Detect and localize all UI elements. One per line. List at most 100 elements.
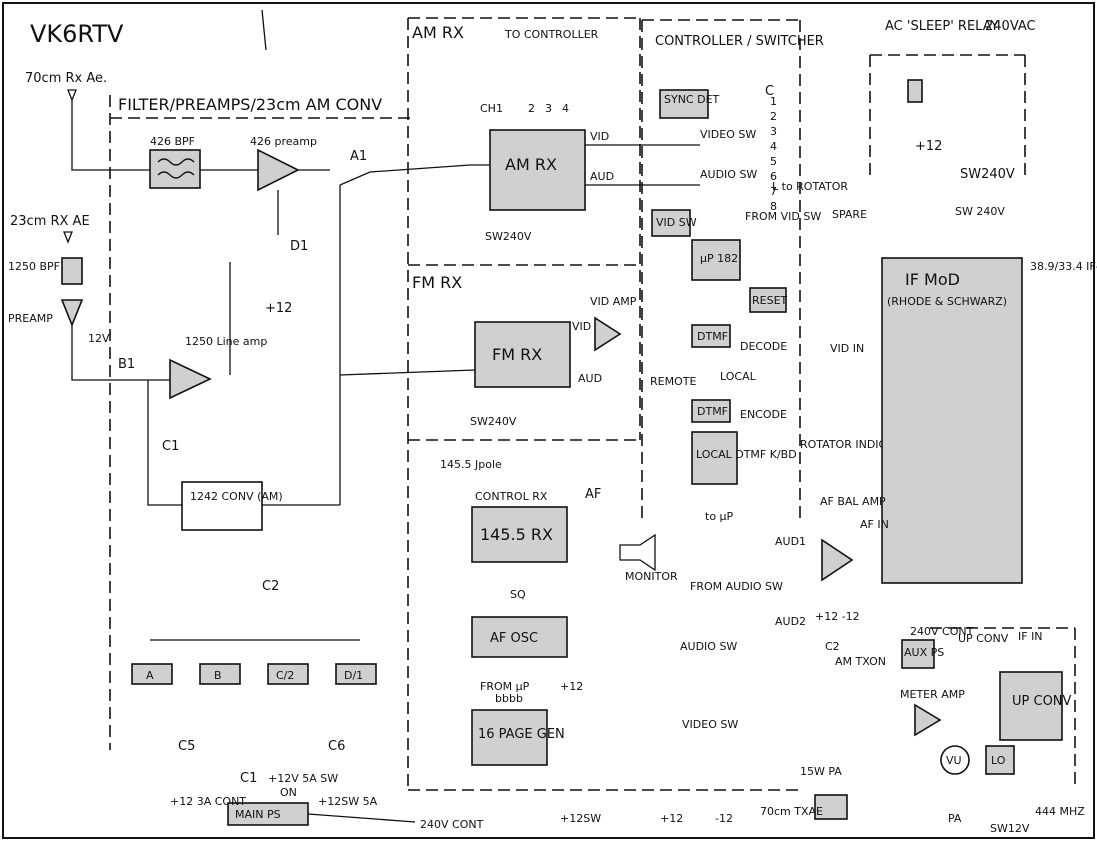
preamp-426-triangle bbox=[257, 148, 300, 192]
am-rx-block-label: AM RX bbox=[505, 155, 557, 174]
controller-output-6: 6 bbox=[770, 170, 777, 183]
controller-section-label: CONTROLLER / SWITCHER bbox=[655, 34, 824, 49]
up-182-label: μP 182 bbox=[700, 252, 738, 265]
speaker-icon bbox=[619, 533, 656, 572]
sw240-if-label: SW 240V bbox=[955, 205, 1005, 218]
up-182-block bbox=[691, 239, 741, 281]
to-up-label: to μP bbox=[705, 510, 734, 523]
aud2-label: AUD2 bbox=[775, 615, 806, 628]
am-section-label: AM RX bbox=[412, 23, 464, 42]
monitor-label: MONITOR bbox=[625, 570, 678, 583]
rx-70cm-label: 70cm Rx Ae. bbox=[25, 71, 107, 86]
controller-output-3: 3 bbox=[770, 125, 777, 138]
encode-label: ENCODE bbox=[740, 408, 787, 421]
fm-vid-label: VID bbox=[572, 320, 591, 333]
c5-label: C5 bbox=[178, 739, 195, 754]
on-label: ON bbox=[280, 786, 297, 799]
to-controller-label: TO CONTROLLER bbox=[504, 28, 599, 41]
p12-label: +12 bbox=[660, 812, 683, 825]
am-aud-label: AUD bbox=[590, 170, 614, 183]
lo-label: LO bbox=[991, 754, 1006, 767]
local-kbd-block bbox=[691, 431, 738, 485]
from-audio-sw-label: FROM AUDIO SW bbox=[690, 580, 783, 593]
m12-label: -12 bbox=[715, 812, 733, 825]
main-ps-label: MAIN PS bbox=[235, 808, 281, 821]
fm-rx-block-label: FM RX bbox=[492, 345, 542, 364]
meter-amp-label: METER AMP bbox=[900, 688, 965, 701]
fm-rx-block bbox=[474, 321, 571, 388]
240vac-label: 240VAC bbox=[985, 19, 1036, 34]
dtmf-encode-label: DTMF bbox=[697, 405, 728, 418]
filter-b-label: B bbox=[214, 669, 222, 682]
filter-b-block bbox=[199, 663, 241, 685]
reset-label: RESET bbox=[752, 294, 788, 307]
wire-main-ps bbox=[307, 813, 416, 823]
ch2-label: 2 bbox=[528, 102, 535, 115]
if-mod-sub-label: (RHODE & SCHWARZ) bbox=[887, 295, 1007, 308]
dtmf-encode-block bbox=[691, 399, 731, 423]
pm12-label: +12 -12 bbox=[815, 610, 860, 623]
b1-label: B1 bbox=[118, 357, 135, 372]
cont240-label: 240V CONT bbox=[420, 818, 484, 831]
am-sw240-label: SW240V bbox=[485, 230, 532, 243]
rx-1455-label: 145.5 RX bbox=[480, 525, 553, 544]
audio-sw2-label: AUDIO SW bbox=[680, 640, 737, 653]
ch4-label: 4 bbox=[562, 102, 569, 115]
spare-label: SPARE bbox=[832, 208, 867, 221]
antenna-70cm-icon bbox=[67, 89, 77, 102]
af-in-label: AF IN bbox=[860, 518, 889, 531]
antenna-23cm-icon bbox=[63, 231, 73, 244]
sync-det-label: SYNC DET bbox=[664, 93, 720, 106]
c1-label: C1 bbox=[162, 439, 179, 454]
up-conv-block-label: UP CONV bbox=[1012, 694, 1072, 709]
filter-a-block bbox=[131, 663, 173, 685]
fm-aud-label: AUD bbox=[578, 372, 602, 385]
c2-label: C2 bbox=[262, 579, 279, 594]
preamp-23cm-label: PREAMP bbox=[8, 312, 53, 325]
c1-sw-label: C1 bbox=[240, 771, 257, 786]
controller-output-2: 2 bbox=[770, 110, 777, 123]
line-amp-triangle bbox=[169, 358, 212, 400]
a1-label: A1 bbox=[350, 149, 367, 164]
dtmf-decode-label: DTMF bbox=[697, 330, 728, 343]
filter-d-label: D/1 bbox=[344, 669, 363, 682]
controller-output-4: 4 bbox=[770, 140, 777, 153]
filter-a-label: A bbox=[146, 669, 154, 682]
p12sw-label: +12SW bbox=[560, 812, 601, 825]
preamp-12v-label: 12V bbox=[88, 332, 110, 345]
controller-output-7: 7 bbox=[770, 185, 777, 198]
controller-output-5: 5 bbox=[770, 155, 777, 168]
ch1-label: CH1 bbox=[480, 102, 503, 115]
relay-coil bbox=[907, 79, 923, 103]
preamp-23cm-triangle bbox=[60, 299, 84, 328]
filter-section-label: FILTER/PREAMPS/23cm AM CONV bbox=[118, 95, 382, 114]
af-label: AF bbox=[585, 487, 601, 502]
audio-sw-label: AUDIO SW bbox=[700, 168, 757, 181]
video-sw2-label: VIDEO SW bbox=[682, 718, 738, 731]
if-mod-block bbox=[881, 257, 1023, 584]
pa-label: PA bbox=[948, 812, 962, 825]
meter-amp-triangle bbox=[914, 703, 942, 737]
page-gen-block bbox=[471, 709, 548, 766]
wire-conv-in bbox=[147, 380, 182, 506]
f444-label: 444 MHZ bbox=[1035, 805, 1085, 818]
sq-label: SQ bbox=[510, 588, 526, 601]
rx-1455-block bbox=[471, 506, 568, 563]
vid-amp-label: VID AMP bbox=[590, 295, 637, 308]
up-conv-block bbox=[999, 671, 1063, 741]
fm-sw240-label: SW240V bbox=[470, 415, 517, 428]
af-osc-plus12: +12 bbox=[560, 680, 583, 693]
to-rotator-label: L to ROTATOR bbox=[772, 180, 848, 193]
if-mod-label: IF MoD bbox=[905, 270, 960, 289]
txae-label: 70cm TXAE bbox=[760, 805, 823, 818]
if-in-label: IF IN bbox=[1018, 630, 1043, 643]
vid-amp-triangle bbox=[594, 316, 622, 352]
bpf-1250-label: 1250 BPF bbox=[8, 260, 60, 273]
af-bal-amp-triangle bbox=[821, 538, 854, 582]
c6-label: C6 bbox=[328, 739, 345, 754]
aux-ps-label: AUX PS bbox=[904, 646, 944, 659]
af-osc-block bbox=[471, 616, 568, 658]
bbbb-label: bbbb bbox=[495, 692, 523, 705]
